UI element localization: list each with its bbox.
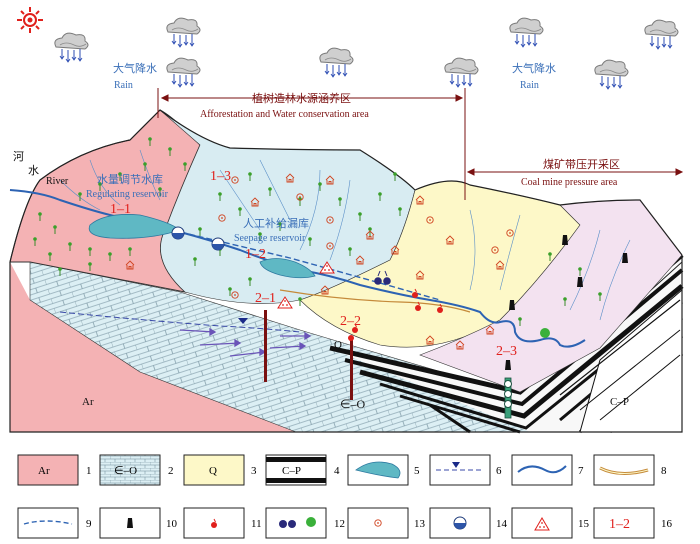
river-label-en: River [46, 176, 69, 187]
legend-4-label: C–P [282, 465, 301, 477]
legend-11-swatch [183, 507, 245, 539]
region-1-3: 1–3 [210, 169, 231, 184]
reservoir-gauge-1 [171, 226, 185, 240]
legend-16-num: 16 [661, 518, 673, 530]
legend-3-label: Q [209, 465, 217, 477]
legend-1-swatch [17, 454, 79, 486]
gullies [59, 149, 631, 321]
legend-10-num: 10 [166, 518, 178, 530]
zone-brackets [157, 88, 684, 200]
region-1-2: 1–2 [245, 247, 266, 262]
rain-clouds [54, 17, 679, 90]
reservoir-gauge-2 [211, 237, 225, 251]
afforestation-zone-en: Afforestation and Water conservation are… [200, 109, 369, 120]
legend-2-label: ∈–O [114, 465, 137, 477]
legend-8-num: 8 [661, 465, 667, 477]
seepage-reservoir [259, 258, 316, 279]
legend-13-num: 13 [414, 518, 426, 530]
river-label-cn-1: 河 [13, 150, 24, 163]
legend: Ar 1 ∈–O 2 Q 3 C–P 4 5 6 7 8 9 10 [17, 454, 673, 539]
infiltration-points [277, 261, 335, 309]
ar-label: Ar [82, 396, 94, 408]
legend-1-label: Ar [38, 465, 50, 477]
region-2-1: 2–1 [255, 291, 276, 306]
legend-1-num: 1 [86, 465, 92, 477]
legend-16-swatch [593, 507, 655, 539]
springs [374, 270, 550, 338]
seepage-line [179, 231, 441, 301]
legend-11-num: 11 [251, 518, 262, 530]
coal-mine-shaft [504, 377, 512, 419]
ar-stratum [10, 262, 296, 432]
seepage-reservoir-cn: 人工补给漏库 [243, 217, 309, 230]
coal-zone-en: Coal mine pressure area [521, 177, 618, 188]
legend-6-num: 6 [496, 465, 502, 477]
rain-right-cn: 大气降水 [512, 61, 556, 75]
legend-12-swatch [265, 507, 327, 539]
groundwater-level [59, 311, 301, 333]
region-2-2: 2–2 [340, 314, 361, 329]
rain-left-en: Rain [114, 80, 133, 91]
legend-9-num: 9 [86, 518, 92, 530]
sun-icon [17, 7, 43, 33]
cp-label: C–P [610, 396, 629, 408]
afforestation-zone-cn: 植树造林水源涵养区 [252, 91, 351, 105]
legend-3-num: 3 [251, 465, 257, 477]
seepage-reservoir-en: Seepage reservoir [234, 233, 306, 244]
water-table-marker [238, 318, 248, 324]
legend-7-num: 7 [578, 465, 584, 477]
legend-2-num: 2 [168, 465, 174, 477]
rain-left-cn: 大气降水 [113, 61, 157, 75]
regulating-reservoir-en: Regulating reservoir [86, 189, 169, 200]
legend-4-num: 4 [334, 465, 340, 477]
groundwater-flow-arrows [179, 327, 312, 357]
monitoring-wells [264, 310, 354, 400]
legend-3-swatch [183, 454, 245, 486]
eo-label: ∈–O [340, 397, 365, 411]
legend-12-num: 12 [334, 518, 345, 530]
regulating-reservoir-cn: 水量调节水库 [97, 173, 163, 186]
q-label: Q [334, 339, 342, 351]
legend-2-swatch [99, 454, 161, 486]
region-1-1: 1–1 [110, 202, 131, 217]
legend-16-label: 1–2 [609, 517, 630, 532]
coal-zone-cn: 煤矿带压开采区 [543, 158, 620, 171]
rain-right-en: Rain [520, 80, 539, 91]
legend-15-num: 15 [578, 518, 590, 530]
legend-14-num: 14 [496, 518, 508, 530]
legend-5-num: 5 [414, 465, 420, 477]
river-label-cn-2: 水 [28, 164, 39, 177]
region-2-3: 2–3 [496, 344, 517, 359]
